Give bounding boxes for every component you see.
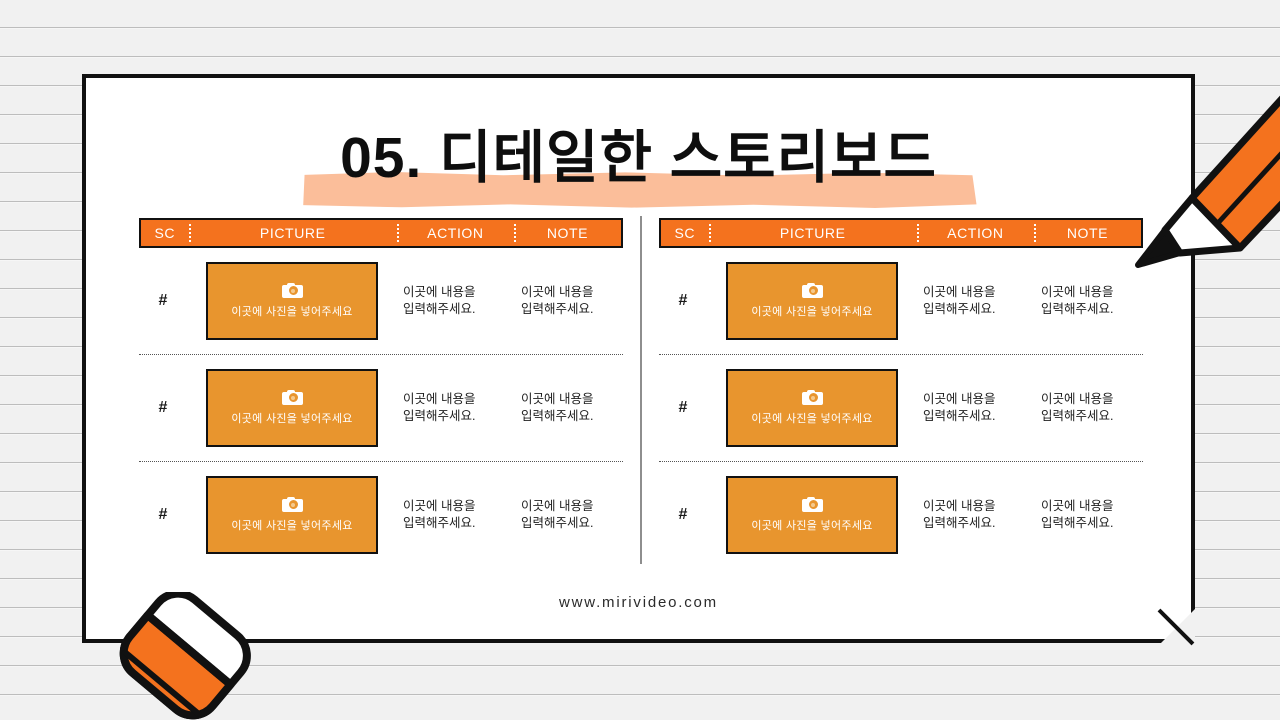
picture-placeholder[interactable]: 이곳에 사진을 넣어주세요 bbox=[726, 476, 898, 554]
storyboard-table-left: SC PICTURE ACTION NOTE # 이곳에 사진을 넣어주세요 이… bbox=[139, 218, 623, 568]
column-header-sc: SC bbox=[674, 225, 696, 241]
column-header-note: NOTE bbox=[1033, 220, 1141, 246]
picture-placeholder-label: 이곳에 사진을 넣어주세요 bbox=[751, 413, 873, 425]
table-center-divider bbox=[640, 216, 642, 564]
picture-placeholder-label: 이곳에 사진을 넣어주세요 bbox=[231, 520, 353, 532]
picture-placeholder[interactable]: 이곳에 사진을 넣어주세요 bbox=[206, 369, 378, 447]
column-header-note: NOTE bbox=[513, 220, 621, 246]
picture-placeholder[interactable]: 이곳에 사진을 넣어주세요 bbox=[726, 369, 898, 447]
column-header-action: ACTION bbox=[396, 220, 514, 246]
title-highlight-stripe bbox=[303, 172, 977, 208]
note-line-1: 이곳에 내용을 bbox=[521, 392, 594, 406]
action-line-1: 이곳에 내용을 bbox=[923, 392, 996, 406]
column-header-sc: SC bbox=[154, 225, 176, 241]
note-line-1: 이곳에 내용을 bbox=[1041, 499, 1114, 513]
camera-icon bbox=[281, 497, 303, 512]
camera-icon bbox=[281, 283, 303, 298]
action-line-1: 이곳에 내용을 bbox=[923, 285, 996, 299]
action-line-1: 이곳에 내용을 bbox=[923, 499, 996, 513]
note-line-2: 입력해주세요. bbox=[521, 516, 594, 530]
picture-placeholder-label: 이곳에 사진을 넣어주세요 bbox=[231, 413, 353, 425]
picture-placeholder-label: 이곳에 사진을 넣어주세요 bbox=[751, 306, 873, 318]
action-line-2: 입력해주세요. bbox=[923, 409, 996, 423]
note-line-2: 입력해주세요. bbox=[521, 302, 594, 316]
picture-placeholder-label: 이곳에 사진을 넣어주세요 bbox=[231, 306, 353, 318]
page-title: 05. 디테일한 스토리보드 bbox=[340, 126, 937, 190]
scene-number: # bbox=[678, 292, 688, 309]
camera-icon bbox=[801, 497, 823, 512]
scene-number: # bbox=[158, 506, 168, 523]
camera-icon bbox=[801, 390, 823, 405]
note-line-1: 이곳에 내용을 bbox=[1041, 285, 1114, 299]
note-line-1: 이곳에 내용을 bbox=[521, 285, 594, 299]
slide-card: 05. 디테일한 스토리보드 SC PICTURE ACTION NOTE # … bbox=[82, 74, 1195, 646]
storyboard-tables: SC PICTURE ACTION NOTE # 이곳에 사진을 넣어주세요 이… bbox=[86, 216, 1191, 568]
column-header-picture: PICTURE bbox=[188, 220, 397, 246]
action-line-2: 입력해주세요. bbox=[403, 516, 476, 530]
picture-placeholder[interactable]: 이곳에 사진을 넣어주세요 bbox=[206, 262, 378, 340]
title-area: 05. 디테일한 스토리보드 bbox=[86, 110, 1191, 215]
footer-website-url[interactable]: www.mirivideo.com bbox=[559, 594, 718, 611]
table-header-row-left: SC PICTURE ACTION NOTE bbox=[139, 218, 623, 248]
action-line-1: 이곳에 내용을 bbox=[403, 285, 476, 299]
note-line-2: 입력해주세요. bbox=[1041, 409, 1114, 423]
column-header-action: ACTION bbox=[916, 220, 1034, 246]
note-line-2: 입력해주세요. bbox=[1041, 516, 1114, 530]
scene-number: # bbox=[678, 506, 688, 523]
picture-placeholder-label: 이곳에 사진을 넣어주세요 bbox=[751, 520, 873, 532]
action-line-2: 입력해주세요. bbox=[403, 302, 476, 316]
action-line-1: 이곳에 내용을 bbox=[403, 499, 476, 513]
scene-number: # bbox=[158, 399, 168, 416]
note-line-2: 입력해주세요. bbox=[521, 409, 594, 423]
scene-number: # bbox=[678, 399, 688, 416]
scene-number: # bbox=[158, 292, 168, 309]
table-header-row-right: SC PICTURE ACTION NOTE bbox=[659, 218, 1143, 248]
action-line-2: 입력해주세요. bbox=[923, 516, 996, 530]
storyboard-table-right: SC PICTURE ACTION NOTE # 이곳에 사진을 넣어주세요 이… bbox=[659, 218, 1143, 568]
action-line-2: 입력해주세요. bbox=[923, 302, 996, 316]
page-fold-corner bbox=[1157, 608, 1195, 646]
action-line-1: 이곳에 내용을 bbox=[403, 392, 476, 406]
picture-placeholder[interactable]: 이곳에 사진을 넣어주세요 bbox=[726, 262, 898, 340]
picture-placeholder[interactable]: 이곳에 사진을 넣어주세요 bbox=[206, 476, 378, 554]
note-line-2: 입력해주세요. bbox=[1041, 302, 1114, 316]
action-line-2: 입력해주세요. bbox=[403, 409, 476, 423]
note-line-1: 이곳에 내용을 bbox=[1041, 392, 1114, 406]
note-line-1: 이곳에 내용을 bbox=[521, 499, 594, 513]
column-header-picture: PICTURE bbox=[708, 220, 917, 246]
camera-icon bbox=[281, 390, 303, 405]
camera-icon bbox=[801, 283, 823, 298]
